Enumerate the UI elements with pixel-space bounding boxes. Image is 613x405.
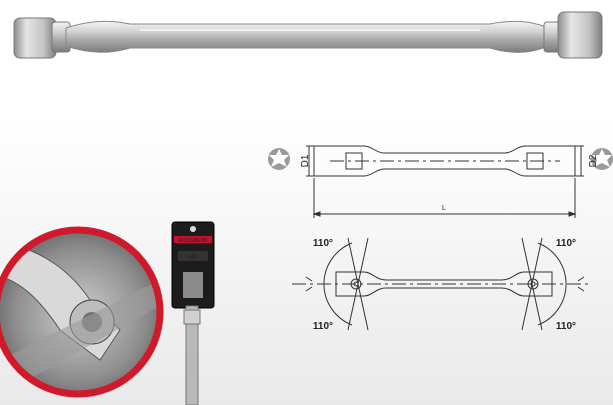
angle-top-left: 110° <box>313 238 333 249</box>
torx-profile-icon-left <box>268 148 290 170</box>
package-brand: ROSSWERK <box>178 238 208 244</box>
angle-bottom-right: 110° <box>556 321 576 332</box>
side-view <box>292 237 588 331</box>
right-socket-head <box>557 11 603 59</box>
d1-label: D1 <box>300 154 311 167</box>
angle-top-right: 110° <box>556 238 576 249</box>
package-badge: HD <box>189 255 198 261</box>
top-view <box>306 145 584 218</box>
d2-label: D2 <box>588 154 599 167</box>
torx-profile-icon-right <box>591 148 613 170</box>
angle-bottom-left: 110° <box>313 321 333 332</box>
length-label: L <box>442 205 446 212</box>
